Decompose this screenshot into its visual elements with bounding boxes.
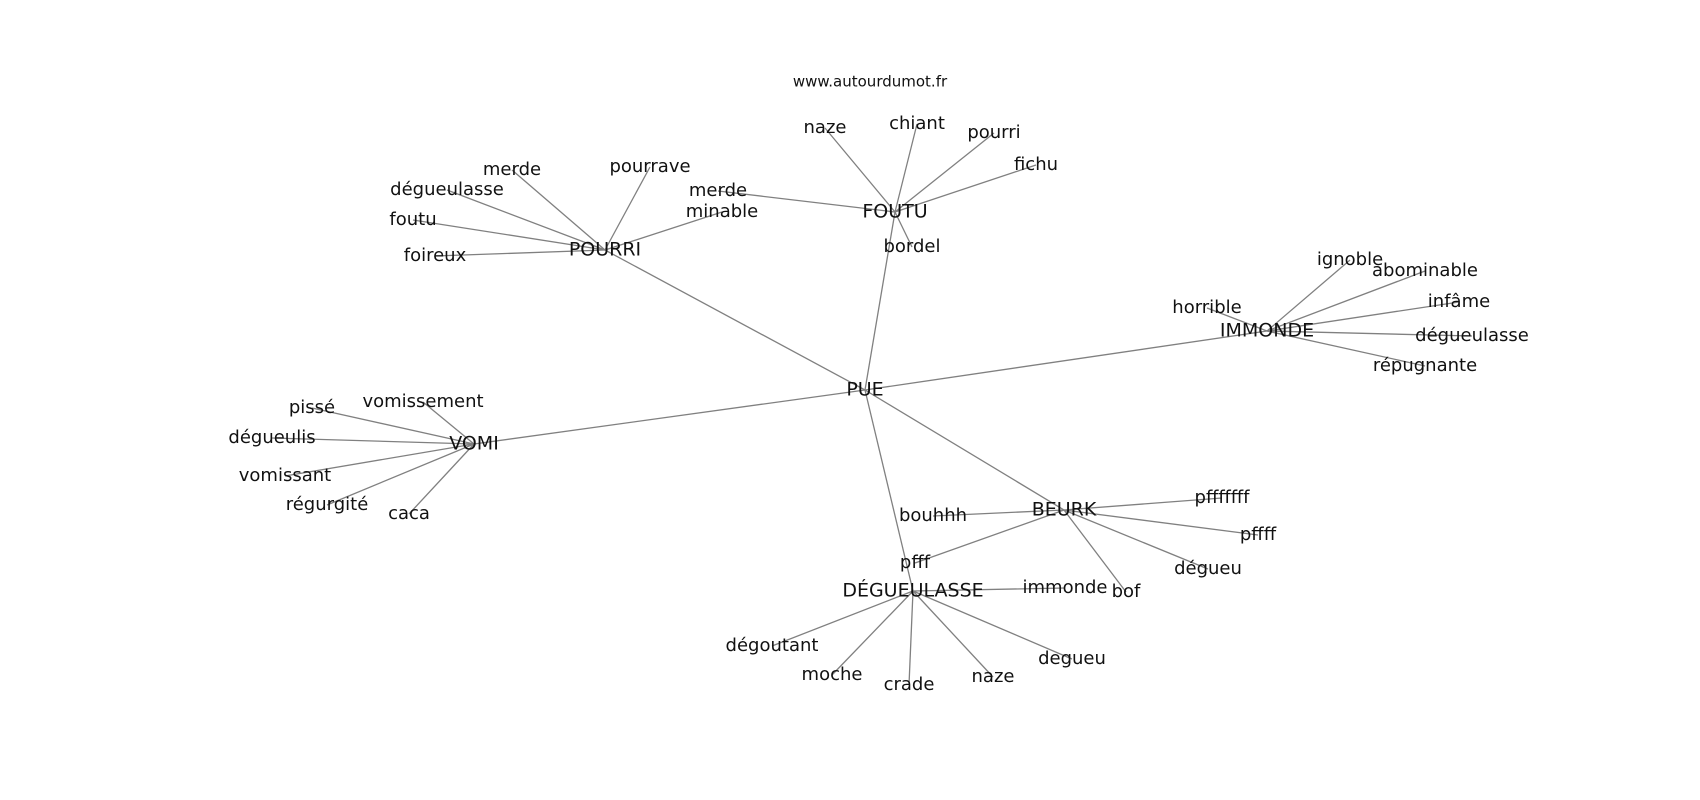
edge-hub-leaf [894,211,913,248]
leaf-node-label: pfff [900,552,931,573]
edge-root-hub [473,389,866,445]
edge-hub-leaf [511,169,606,251]
leaf-node-label: dégueulasse [390,179,504,200]
leaf-node-label: naze [972,666,1015,687]
edge-root-hub [864,211,896,391]
edges-layer [271,123,1473,686]
leaf-node-label: degueu [1038,648,1106,669]
leaf-node-label: infâme [1428,291,1490,312]
leaf-node-label: chiant [889,113,945,134]
edge-hub-leaf [824,127,896,213]
leaf-node-label: pourri [967,122,1020,143]
edge-root-hub [864,389,1065,511]
hub-node-label: POURRI [569,239,641,261]
edge-hub-leaf [326,443,475,506]
edge-hub-leaf [412,219,606,251]
hub-node-label: BEURK [1032,499,1097,521]
edge-hub-leaf [1266,301,1460,332]
leaf-node-label: pourrave [609,156,690,177]
edge-hub-leaf [912,590,1073,660]
edge-hub-leaf [1063,509,1259,536]
site-title: www.autourdumot.fr [793,73,948,91]
leaf-node-label: dégoutant [726,635,819,656]
edge-hub-leaf [1063,509,1127,593]
leaf-node-label: abominable [1372,260,1478,281]
edge-hub-leaf [1266,270,1426,332]
edge-hub-leaf [1266,259,1351,332]
leaf-node-label: répugnante [1373,355,1477,376]
leaf-node-label: pissé [289,397,335,418]
leaf-node-label: pfffffff [1195,487,1251,508]
leaf-node-label: régurgité [286,494,369,515]
edge-hub-leaf [446,189,606,251]
leaf-node-label: immonde [1023,577,1108,598]
edge-hub-leaf [894,132,995,213]
edge-hub-leaf [284,443,475,477]
root-node-label: PUE [846,379,883,401]
leaf-node-label: dégueulis [228,427,315,448]
edge-hub-leaf [914,509,1065,564]
leaf-node-label: bouhhh [899,505,967,526]
hub-node-label: FOUTU [862,201,927,223]
leaf-node-label: foutu [389,209,436,230]
leaf-node-label: crade [884,674,935,695]
labels-layer: www.autourdumot.fr PUEPOURRImerdedégueul… [228,73,1528,696]
edge-hub-leaf [894,164,1037,213]
leaf-node-label: horrible [1172,297,1241,318]
edge-root-hub [604,249,866,391]
hub-node-label: DÉGUEULASSE [842,579,983,602]
edge-hub-leaf [831,590,914,676]
leaf-node-label: naze [804,117,847,138]
leaf-node-label: vomissant [239,465,331,486]
edge-hub-leaf [771,590,914,647]
leaf-node-label: vomissement [362,391,483,412]
edge-hub-leaf [604,166,651,251]
leaf-node-label: minable [686,201,758,222]
leaf-node-label: merde [689,180,747,201]
leaf-node-label: dégueulasse [1415,325,1529,346]
edge-hub-leaf [1063,509,1209,570]
leaf-node-label: caca [388,503,430,524]
edge-hub-leaf [422,401,475,445]
edge-hub-leaf [1063,497,1223,511]
hub-node-label: VOMI [449,433,499,455]
edge-hub-leaf [1206,307,1268,332]
edge-hub-leaf [271,437,475,445]
edge-hub-leaf [717,190,896,213]
hub-node-label: IMMONDE [1220,320,1314,342]
edge-hub-leaf [604,211,723,251]
leaf-node-label: dégueu [1174,558,1242,579]
edge-root-hub [864,330,1268,391]
edge-hub-leaf [912,590,994,678]
leaf-node-label: pffff [1240,524,1277,545]
edge-hub-leaf [912,587,1066,592]
leaf-node-label: bordel [883,236,940,257]
leaf-node-label: bof [1112,581,1141,602]
leaf-node-label: foireux [404,245,467,266]
edge-hub-leaf [1266,330,1473,337]
edge-hub-leaf [408,443,475,515]
edge-hub-leaf [1266,330,1426,367]
edge-root-hub [864,389,914,592]
edge-hub-leaf [894,123,918,213]
leaf-node-label: merde [483,159,541,180]
edge-hub-leaf [311,407,475,445]
leaf-node-label: moche [802,664,863,685]
leaf-node-label: ignoble [1317,249,1383,270]
leaf-node-label: fichu [1014,154,1058,175]
edge-hub-leaf [932,509,1065,517]
edge-hub-leaf [434,249,606,257]
edge-hub-leaf [908,590,914,686]
